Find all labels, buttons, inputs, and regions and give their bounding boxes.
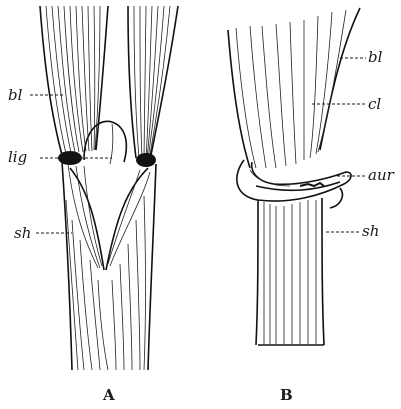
label-a-ligule: lig (8, 148, 27, 166)
label-b-collar: cl (368, 95, 381, 113)
figure-b-auricle (237, 160, 351, 208)
label-a-sheath: sh (14, 224, 31, 242)
figure-a-sheath (62, 162, 156, 370)
figure-a-right-blade (128, 6, 178, 160)
label-b-sheath: sh (362, 222, 379, 240)
label-a-blade: bl (8, 86, 23, 104)
figure-a (40, 6, 178, 370)
caption-b: B (280, 386, 293, 404)
figure-b-blade (228, 8, 360, 168)
label-b-blade: bl (368, 48, 383, 66)
figure-a-left-blade (40, 6, 108, 155)
figure-b (228, 8, 360, 345)
caption-a: A (102, 386, 115, 404)
label-b-auricle: aur (368, 166, 395, 184)
figure-a-collar-right-mark (136, 153, 156, 167)
figure-b-sheath (256, 198, 324, 345)
